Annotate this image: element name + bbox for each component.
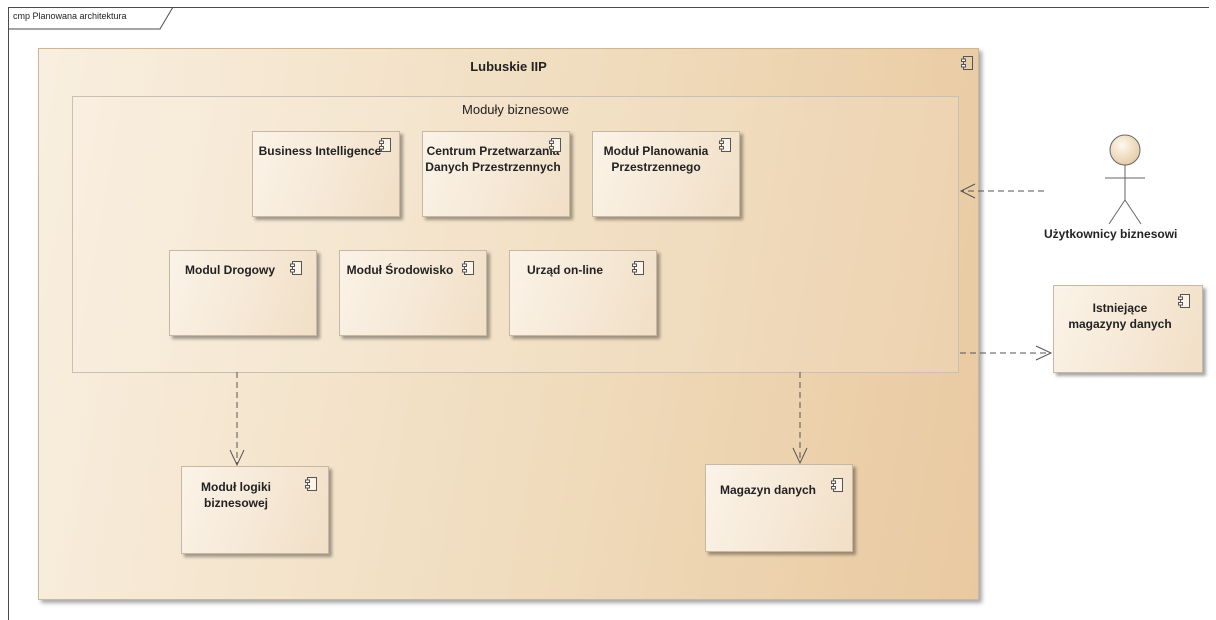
component-icon — [831, 478, 843, 492]
arrowhead — [1035, 345, 1053, 361]
arrowhead — [959, 183, 976, 199]
component-label: Moduł Środowisko — [346, 263, 454, 277]
component-label: Magazyn danych — [719, 483, 817, 497]
frame-title: cmp Planowana architektura — [13, 11, 127, 21]
component-label: Centrum Przetwarzania Danych Przestrzenn… — [425, 144, 561, 174]
diagram-frame — [8, 7, 1209, 620]
arrowhead — [792, 447, 808, 465]
component-icon — [632, 261, 644, 275]
component-label: Business Intelligence — [258, 144, 382, 158]
component-icon — [379, 138, 391, 152]
component-modul-planowania[interactable]: Moduł Planowania Przestrzennego — [592, 131, 740, 217]
component-modul-logiki-biznesowej[interactable]: Moduł logiki biznesowej — [181, 466, 329, 554]
package-title: Moduły biznesowe — [462, 102, 569, 117]
component-label: Istniejące magazyny danych — [1068, 301, 1172, 331]
component-icon — [305, 477, 317, 491]
arrowhead — [229, 449, 245, 467]
component-icon — [290, 261, 302, 275]
component-label: Moduł Planowania Przestrzennego — [603, 144, 709, 174]
component-centrum-przetwarzania[interactable]: Centrum Przetwarzania Danych Przestrzenn… — [422, 131, 570, 217]
component-label: Moduł logiki biznesowej — [201, 480, 271, 510]
actor-icon[interactable] — [1095, 130, 1155, 226]
component-istniejace-magazyny-danych[interactable]: Istniejące magazyny danych — [1053, 285, 1203, 373]
component-label: Urząd on-line — [526, 263, 603, 277]
component-icon — [719, 138, 731, 152]
component-icon — [961, 56, 973, 70]
component-icon — [462, 261, 474, 275]
component-modul-drogowy[interactable]: Modul Drogowy — [169, 250, 317, 336]
component-urzad-online[interactable]: Urząd on-line — [509, 250, 657, 336]
component-business-intelligence[interactable]: Business Intelligence — [252, 131, 400, 217]
component-modul-srodowisko[interactable]: Moduł Środowisko — [339, 250, 487, 336]
component-icon — [1178, 294, 1190, 308]
system-title: Lubuskie IIP — [470, 59, 547, 74]
actor-label: Użytkownicy biznesowi — [1044, 227, 1178, 241]
component-icon — [549, 138, 561, 152]
component-label: Modul Drogowy — [185, 263, 275, 277]
component-magazyn-danych[interactable]: Magazyn danych — [705, 464, 853, 552]
